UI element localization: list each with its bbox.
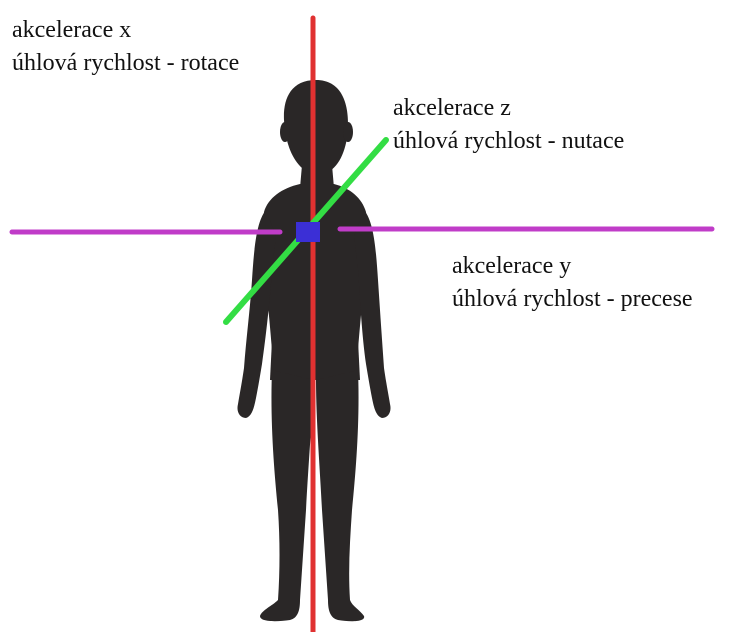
axis-x-label: akcelerace x úhlová rychlost - rotace xyxy=(12,14,239,80)
figure-ear-right xyxy=(343,122,353,142)
axis-z-angular-label: úhlová rychlost - nutace xyxy=(393,125,624,158)
axis-z-label: akcelerace z úhlová rychlost - nutace xyxy=(393,92,624,158)
figure-leg-right xyxy=(316,370,364,621)
axis-y-label: akcelerace y úhlová rychlost - precese xyxy=(452,250,693,316)
axis-y-acceleration-label: akcelerace y xyxy=(452,250,693,283)
sensor-box xyxy=(296,222,320,242)
figure-head xyxy=(284,80,348,174)
figure-leg-left xyxy=(260,370,314,621)
sensor-unit xyxy=(296,222,320,242)
axis-y-angular-label: úhlová rychlost - precese xyxy=(452,283,693,316)
axis-z-acceleration-label: akcelerace z xyxy=(393,92,624,125)
axis-x-angular-label: úhlová rychlost - rotace xyxy=(12,47,239,80)
figure-ear-left xyxy=(280,122,290,142)
axis-x-acceleration-label: akcelerace x xyxy=(12,14,239,47)
